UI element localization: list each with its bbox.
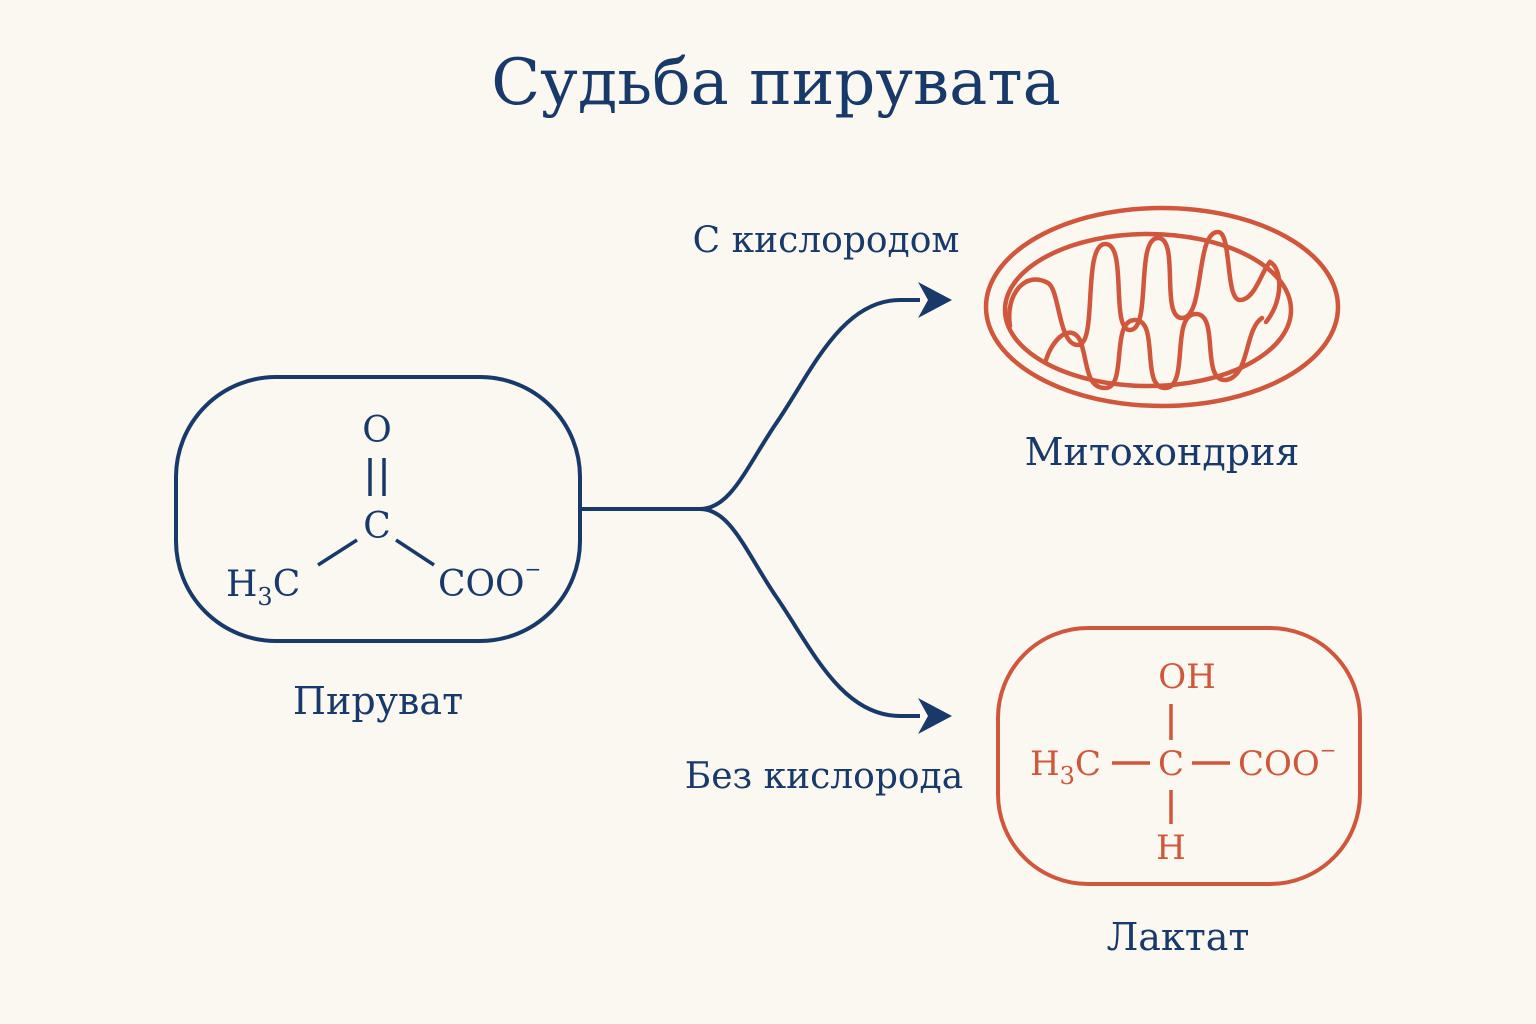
anaerobic-arrow-line xyxy=(699,507,920,718)
lactate-methyl-group: H3C xyxy=(1030,744,1101,790)
aerobic-arrowhead-icon xyxy=(918,282,952,318)
page-title: Судьба пирувата xyxy=(491,46,1061,120)
pyruvate-oxygen-atom: O xyxy=(362,410,392,451)
aerobic-arrow-line xyxy=(580,298,920,511)
mitochondrion-cristae-lower xyxy=(1043,311,1265,391)
mitochondrion-outer-membrane xyxy=(983,205,1341,409)
lactate-carbon-atom: C xyxy=(1158,744,1184,784)
lactate-hydrogen-atom: H xyxy=(1156,828,1186,868)
mitochondrion-icon xyxy=(983,205,1341,409)
pyruvate-node: O C H3C COO− xyxy=(174,375,582,643)
pyruvate-carbon-atom: C xyxy=(363,506,391,547)
with-oxygen-label: С кислородом xyxy=(693,220,960,261)
without-oxygen-label: Без кислорода xyxy=(685,756,963,797)
pyruvate-bond-methyl xyxy=(317,538,358,567)
pyruvate-methyl-group: H3C xyxy=(226,564,300,611)
lactate-box xyxy=(996,626,1362,886)
pyruvate-carboxyl-group: COO− xyxy=(438,557,541,605)
mitochondrion-label: Митохондрия xyxy=(1025,430,1300,474)
mitochondrion-inner-membrane xyxy=(1002,231,1294,389)
anaerobic-arrowhead-icon xyxy=(918,698,952,734)
lactate-node: OH H3C C COO− H xyxy=(996,626,1362,886)
mitochondrion-cristae-upper xyxy=(1006,229,1282,348)
pyruvate-bond-carboxyl xyxy=(395,538,435,567)
pyruvate-label: Пируват xyxy=(293,679,463,723)
branch-arrows xyxy=(580,282,952,734)
lactate-hydroxyl-group: OH xyxy=(1158,657,1216,697)
lactate-label: Лактат xyxy=(1107,915,1250,959)
lactate-carboxyl-group: COO− xyxy=(1238,738,1337,784)
